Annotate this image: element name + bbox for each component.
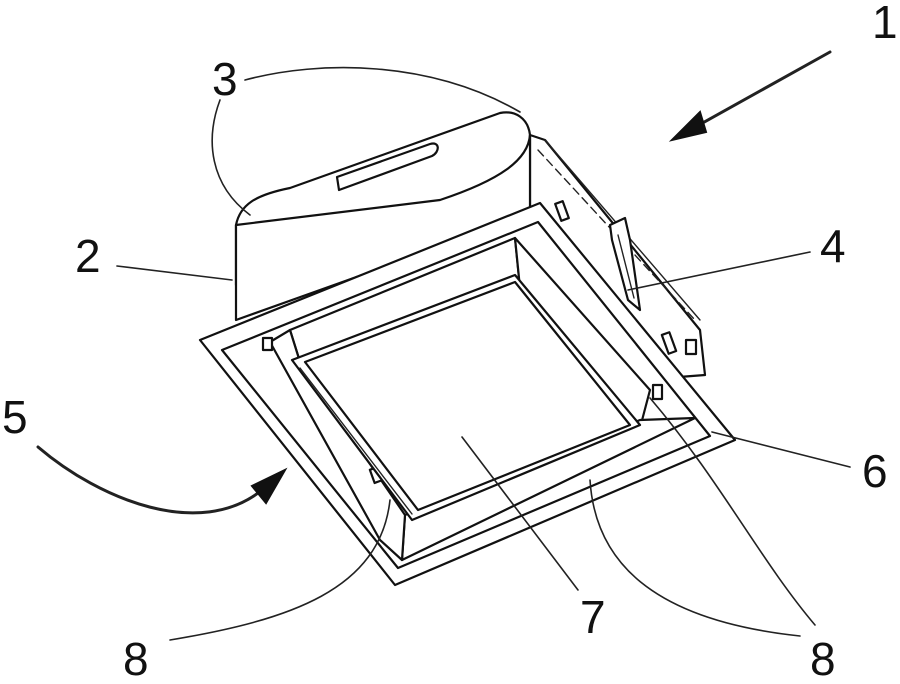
label-6: 6 <box>862 445 888 497</box>
leader-lines <box>36 50 851 641</box>
inner-box <box>261 236 697 562</box>
label-3: 3 <box>212 53 238 105</box>
spring-clip <box>608 216 642 312</box>
label-4: 4 <box>820 220 846 272</box>
label-2: 2 <box>75 230 101 282</box>
label-8-left: 8 <box>123 633 149 684</box>
diffuser-plate <box>290 273 642 522</box>
label-1: 1 <box>872 0 898 48</box>
label-7: 7 <box>580 591 606 643</box>
label-8-right: 8 <box>810 633 836 684</box>
label-5: 5 <box>2 391 28 443</box>
